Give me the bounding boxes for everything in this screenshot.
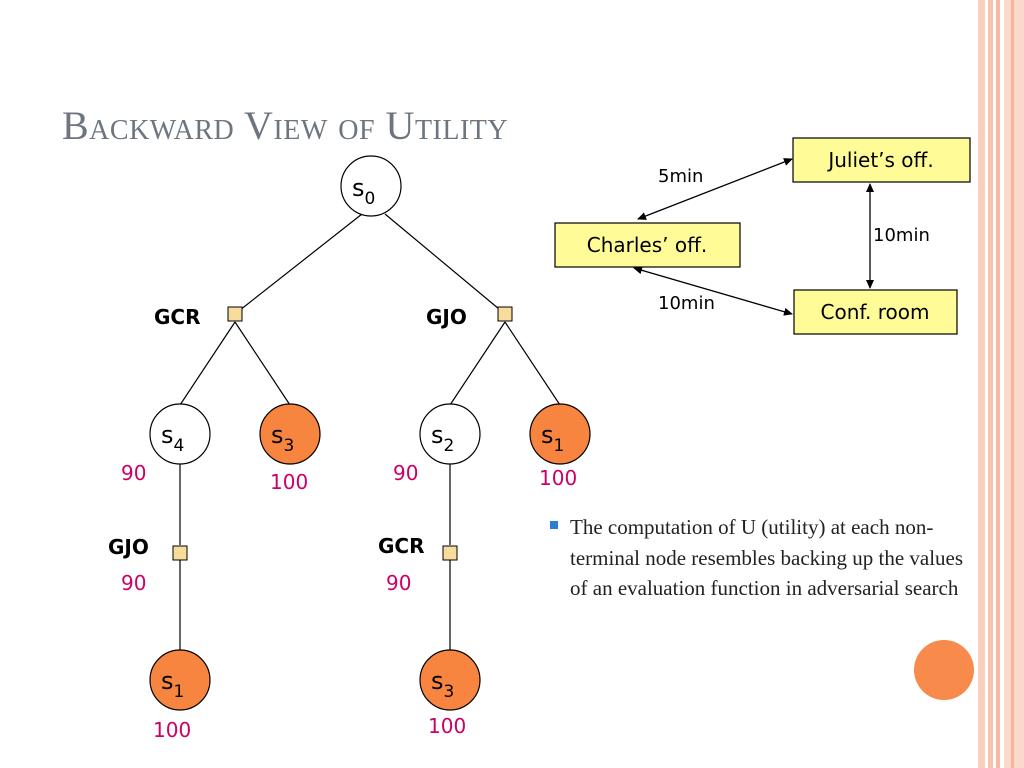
svg-text:s1: s1 <box>161 667 184 702</box>
juliet-office-label: Juliet’s off. <box>826 148 933 172</box>
action-label-gjo: GJO <box>426 305 467 329</box>
leaf-s1-sub: 1 <box>174 682 185 702</box>
leaf-s3-label: s <box>431 667 444 695</box>
edge-gjo-s1 <box>504 321 561 406</box>
action-gjo-s4: GJO 90 <box>108 535 188 595</box>
s2-circle <box>419 403 481 465</box>
leaf-s3-utility: 100 <box>428 714 466 738</box>
action-label-gjo-s4: GJO <box>108 535 149 559</box>
s1-sub: 1 <box>554 436 565 456</box>
decorative-orange-circle <box>914 640 974 700</box>
action-square <box>497 306 513 322</box>
action-utility-gjo-s4: 90 <box>121 571 146 595</box>
bullet-marker <box>550 521 558 529</box>
s4-sub: 4 <box>174 436 185 456</box>
s1-label: s <box>541 421 554 449</box>
leaf-s1-utility: 100 <box>153 718 191 742</box>
node-s3: s3 100 <box>259 403 321 494</box>
action-gcr-s2: GCR 90 <box>378 534 458 595</box>
s2-label: s <box>431 421 444 449</box>
s3-label: s <box>271 421 284 449</box>
distance-juliet-conf: 10min <box>873 225 930 246</box>
node-s4: s4 90 <box>121 403 211 485</box>
node-leaf-s3: s3 100 <box>419 649 481 738</box>
s1-utility: 100 <box>539 466 577 490</box>
root-sub: 0 <box>365 189 376 209</box>
edge-gcr-s3 <box>234 321 291 406</box>
border-stripe-2 <box>988 0 993 768</box>
tree-edges <box>179 213 561 650</box>
action-label-gcr-s2: GCR <box>378 534 425 558</box>
charles-office-label: Charles’ off. <box>587 233 708 257</box>
s4-utility: 90 <box>121 461 146 485</box>
distance-charles-juliet: 5min <box>658 166 703 187</box>
leaf-s3-sub: 3 <box>444 682 455 702</box>
leaf-s1-label: s <box>161 667 174 695</box>
distance-charles-conf: 10min <box>658 293 715 314</box>
edge-charles-conf <box>633 266 793 316</box>
action-gcr-root: GCR <box>154 305 243 329</box>
root-node: s0 <box>340 155 402 217</box>
s2-sub: 2 <box>444 436 455 456</box>
leaf-s3-circle <box>419 649 481 711</box>
svg-text:s4: s4 <box>161 421 184 456</box>
location-map: Juliet’s off. Charles’ off. Conf. room 5… <box>554 137 971 335</box>
border-stripe-1 <box>978 0 985 768</box>
action-utility-gcr-s2: 90 <box>386 571 411 595</box>
conf-room-box <box>793 289 958 335</box>
svg-text:s0: s0 <box>352 174 375 209</box>
action-square <box>172 545 188 561</box>
svg-text:s3: s3 <box>271 421 294 456</box>
action-gjo-root: GJO <box>426 305 513 329</box>
leaf-s1-circle <box>149 649 211 711</box>
edge-root-gcr <box>234 213 363 315</box>
charles-office-box <box>554 222 741 268</box>
svg-text:s2: s2 <box>431 421 454 456</box>
action-square <box>442 545 458 561</box>
border-stripe-5 <box>1011 0 1014 768</box>
edge-gcr-s4 <box>179 321 236 406</box>
s2-utility: 90 <box>393 461 418 485</box>
svg-text:s1: s1 <box>541 421 564 456</box>
action-label-gcr: GCR <box>154 305 201 329</box>
root-circle <box>340 155 402 217</box>
root-label: s <box>352 174 365 202</box>
s4-circle <box>149 403 211 465</box>
bullet-item: The computation of U (utility) at each n… <box>550 512 990 604</box>
s3-circle <box>259 403 321 465</box>
s3-sub: 3 <box>284 436 295 456</box>
s1-circle <box>529 403 591 465</box>
action-square <box>227 306 243 322</box>
border-stripe-4 <box>1004 0 1024 768</box>
node-leaf-s1: s1 100 <box>149 649 211 742</box>
conf-room-label: Conf. room <box>821 300 930 324</box>
svg-text:s3: s3 <box>431 667 454 702</box>
juliet-office-box <box>792 137 971 183</box>
node-s2: s2 90 <box>393 403 481 485</box>
s4-label: s <box>161 421 174 449</box>
edge-charles-juliet <box>637 158 793 220</box>
border-stripe-3 <box>996 0 1000 768</box>
node-s1: s1 100 <box>529 403 591 490</box>
s3-utility: 100 <box>270 470 308 494</box>
slide-title: Backward View of Utility <box>62 103 509 148</box>
edge-gjo-s2 <box>449 321 506 406</box>
bullet-text: The computation of U (utility) at each n… <box>570 515 964 600</box>
edge-root-gjo <box>384 213 506 315</box>
